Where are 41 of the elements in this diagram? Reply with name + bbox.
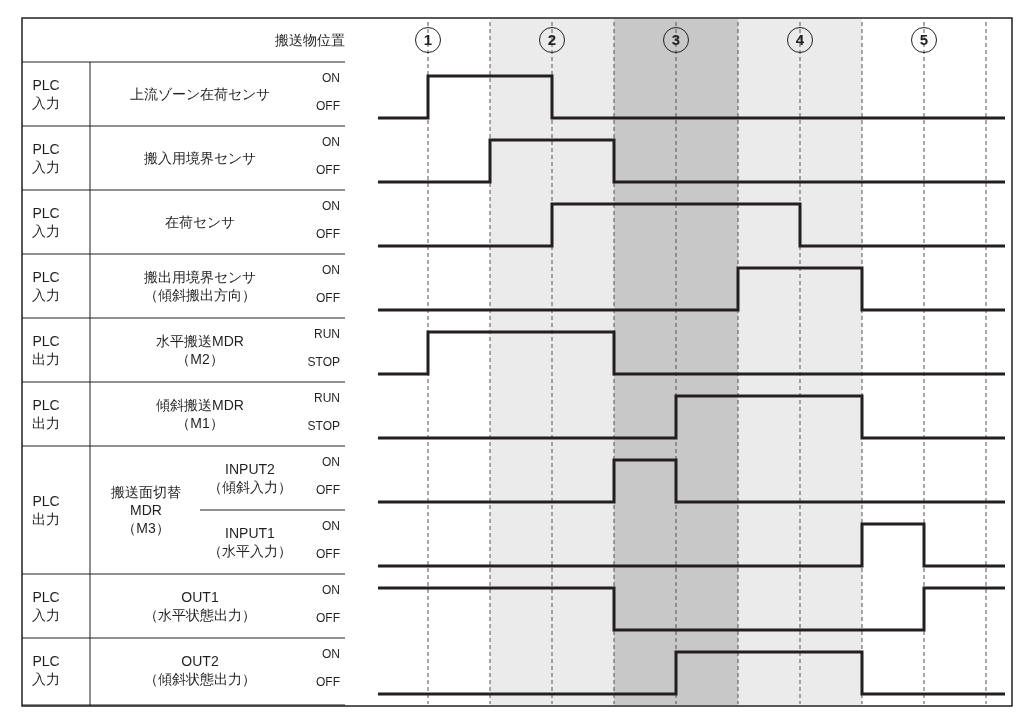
state-label: OFF — [316, 162, 340, 179]
state-label: OFF — [316, 674, 340, 691]
signal-name-label: OUT1（水平状態出力） — [144, 588, 256, 624]
signal-type-label: PLC出力 — [31, 492, 61, 528]
signal-name-label: OUT2（傾斜状態出力） — [144, 652, 256, 688]
state-label: ON — [322, 646, 340, 663]
state-label: ON — [322, 454, 340, 471]
state-label: STOP — [307, 354, 340, 371]
signal-name-label: 搬出用境界センサ（傾斜搬出方向） — [144, 268, 256, 304]
signal-name-label: 上流ゾーン在荷センサ — [130, 85, 270, 103]
state-label: STOP — [307, 418, 340, 435]
signal-name-label: INPUT1（水平入力） — [208, 524, 292, 560]
state-label: ON — [322, 198, 340, 215]
signal-name-label: 傾斜搬送MDR（M1） — [156, 396, 244, 432]
signal-type-label: PLC入力 — [31, 268, 61, 304]
state-label: OFF — [316, 482, 340, 499]
signal-type-label: PLC入力 — [31, 588, 61, 624]
signal-type-label: PLC入力 — [31, 140, 61, 176]
signal-type-label: PLC入力 — [31, 204, 61, 240]
state-label: ON — [322, 518, 340, 535]
signal-name-label: INPUT2（傾斜入力） — [208, 460, 292, 496]
signal-name-label: 在荷センサ — [165, 213, 235, 231]
state-label: OFF — [316, 546, 340, 563]
header-label: 搬送物位置 — [275, 31, 345, 49]
signal-type-label: PLC出力 — [31, 332, 61, 368]
signal-name-label: 水平搬送MDR（M2） — [156, 332, 244, 368]
signal-type-label: PLC入力 — [31, 652, 61, 688]
state-label: ON — [322, 582, 340, 599]
signal-type-label: PLC出力 — [31, 396, 61, 432]
state-label: ON — [322, 134, 340, 151]
signal-name-label: 搬送面切替MDR（M3） — [110, 483, 182, 537]
state-label: OFF — [316, 610, 340, 627]
state-label: ON — [322, 262, 340, 279]
state-label: OFF — [316, 290, 340, 307]
state-label: ON — [322, 70, 340, 87]
state-label: RUN — [314, 390, 340, 407]
signal-type-label: PLC入力 — [31, 76, 61, 112]
state-label: RUN — [314, 326, 340, 343]
state-label: OFF — [316, 98, 340, 115]
signal-name-label: 搬入用境界センサ — [144, 149, 256, 167]
state-label: OFF — [316, 226, 340, 243]
